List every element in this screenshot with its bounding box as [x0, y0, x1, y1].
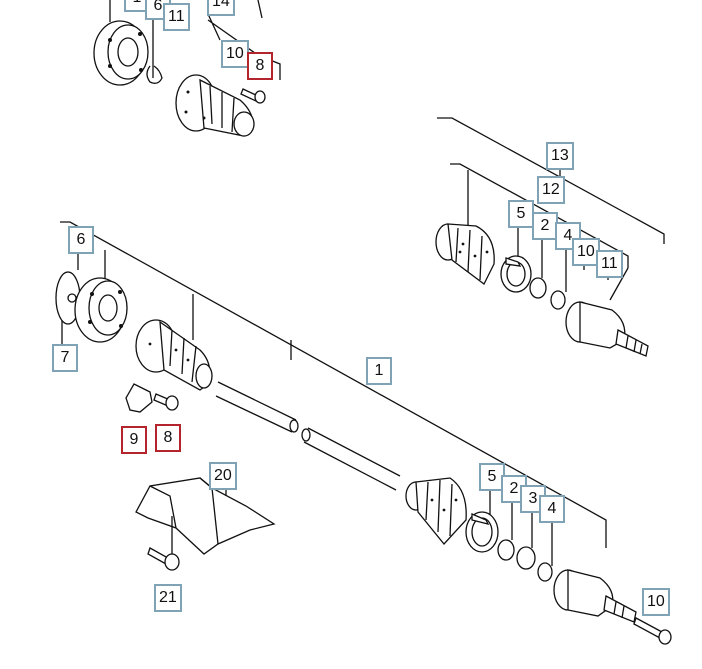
- right-assembly: [435, 117, 665, 357]
- lower-ring-2-icon: [497, 539, 515, 561]
- drive-shaft-icon: [215, 381, 401, 491]
- top-bolt-icon: [240, 88, 266, 104]
- callout-5-lower[interactable]: 5: [479, 463, 505, 491]
- top-boot-icon: [175, 74, 255, 137]
- callout-10-lower[interactable]: 10: [642, 588, 670, 616]
- right-clamp-icon: [500, 255, 532, 293]
- top-assembly: [93, 0, 281, 137]
- lower-bolt-icon: [633, 617, 672, 645]
- callout-21-bolt[interactable]: 21: [154, 584, 182, 612]
- callout-10-top[interactable]: 10: [221, 40, 249, 68]
- lower-boot-icon: [405, 477, 467, 545]
- callout-14-top[interactable]: 14: [207, 0, 235, 16]
- top-circlip-icon: [146, 65, 163, 84]
- left-plate-icon: [125, 383, 153, 413]
- callout-9-left[interactable]: 9: [121, 426, 147, 454]
- lower-ring-3-icon: [516, 546, 536, 570]
- callout-7-left[interactable]: 7: [52, 344, 78, 372]
- heat-shield-assembly: [135, 477, 276, 571]
- left-bolt-icon: [153, 393, 179, 411]
- callout-13-right[interactable]: 13: [546, 142, 574, 170]
- callout-5-right[interactable]: 5: [508, 200, 534, 228]
- callout-8-top[interactable]: 8: [247, 52, 273, 80]
- left-boot-icon: [135, 319, 213, 391]
- right-boot-icon: [435, 223, 495, 285]
- callout-11-right[interactable]: 11: [596, 250, 623, 278]
- top-flange-icon: [93, 20, 149, 86]
- main-assembly: [55, 221, 672, 645]
- callout-4-lower[interactable]: 4: [539, 495, 565, 523]
- callout-12-right[interactable]: 12: [537, 176, 565, 204]
- right-cv-joint-icon: [565, 301, 649, 357]
- callout-6-left[interactable]: 6: [68, 226, 94, 254]
- callout-11-top[interactable]: 11: [163, 3, 190, 31]
- callout-1-shaft[interactable]: 1: [366, 357, 392, 385]
- right-circlip-4-icon: [550, 290, 566, 310]
- lower-clamp-icon: [465, 511, 499, 553]
- right-ring-2-icon: [529, 277, 547, 299]
- left-flange-icon: [74, 277, 128, 343]
- lower-cv-joint-icon: [553, 569, 637, 623]
- shield-bolt-icon: [147, 547, 180, 571]
- callout-20-shield[interactable]: 20: [209, 462, 237, 490]
- lower-circlip-4-icon: [537, 562, 553, 582]
- callout-8-left[interactable]: 8: [155, 424, 181, 452]
